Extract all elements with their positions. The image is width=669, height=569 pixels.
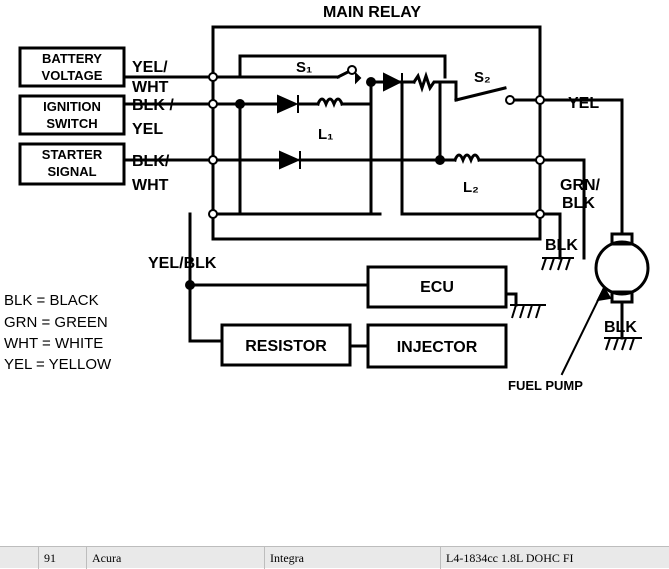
injector-label: INJECTOR: [397, 339, 478, 356]
yel-blk-label: YEL/BLK: [148, 255, 217, 272]
grn-blk-label-1: GRN/: [560, 177, 601, 194]
resistor-label: RESISTOR: [245, 338, 327, 355]
battery-wire-color-1: YEL/: [132, 59, 168, 76]
starter-box-line2: SIGNAL: [47, 164, 96, 179]
legend-blk: BLK = BLACK: [4, 292, 99, 309]
pump-feed-wire: [596, 98, 624, 236]
ignition-box-line1: IGNITION: [43, 99, 101, 114]
l1-label: L₁: [318, 126, 333, 143]
legend-wht: WHT = WHITE: [4, 335, 103, 352]
battery-box-line2: VOLTAGE: [42, 68, 103, 83]
yel-blk-wire: [188, 212, 224, 343]
l1-coil: [316, 97, 344, 109]
vehicle-year: 91: [44, 551, 56, 565]
s2-blade: [454, 86, 507, 102]
grn-blk-label-2: BLK: [562, 195, 595, 212]
starter-box-line1: STARTER: [42, 147, 103, 162]
diagram-svg: MAIN RELAY BATTERY VOLTAGE IGNITION SWIT…: [4, 4, 650, 393]
resistor-box: [220, 323, 352, 367]
vehicle-make: Acura: [92, 551, 122, 565]
wiring-diagram: MAIN RELAY BATTERY VOLTAGE IGNITION SWIT…: [4, 4, 650, 393]
fuel-pump-label: FUEL PUMP: [508, 378, 583, 393]
relay-resistor: [411, 71, 458, 93]
starter-signal-box: [18, 142, 126, 186]
battery-wire-color-2: WHT: [132, 79, 169, 96]
vehicle-engine: L4-1834cc 1.8L DOHC FI: [446, 551, 574, 565]
injector-box: [366, 323, 508, 369]
ecu-box: [366, 265, 508, 309]
s2-label: S₂: [474, 69, 491, 86]
relay-blk-label: BLK: [545, 237, 578, 254]
ignition-box-line2: SWITCH: [46, 116, 97, 131]
diagram-title: MAIN RELAY: [323, 4, 421, 21]
ecu-ground-icon: [510, 304, 546, 319]
fuel-pump-pointer: [560, 286, 606, 376]
legend-grn: GRN = GREEN: [4, 314, 108, 331]
arrowhead-icon: [596, 285, 612, 302]
ignition-switch-box: [18, 94, 126, 136]
ignition-wire-color-2: YEL: [132, 121, 163, 138]
starter-diode-icon: [279, 150, 301, 170]
s2-diode-icon: [383, 72, 403, 92]
yel-wire-label: YEL: [568, 95, 599, 112]
relay-housing: [211, 25, 542, 241]
pump-ground-icon: [604, 337, 642, 351]
fuel-pump-motor: [594, 240, 650, 296]
vehicle-info-bar: 91 Acura Integra L4-1834cc 1.8L DOHC FI: [0, 546, 669, 569]
relay-ground-icon: [541, 257, 574, 271]
s1-label: S₁: [296, 59, 312, 76]
l2-coil: [453, 153, 481, 165]
l2-label: L₂: [463, 179, 479, 196]
vehicle-model: Integra: [270, 551, 304, 565]
ignition-wire-color-1: BLK /: [132, 97, 174, 114]
l1-diode-icon: [277, 94, 299, 114]
starter-wire-color-2: WHT: [132, 177, 169, 194]
pump-blk-label: BLK: [604, 319, 637, 336]
battery-box-line1: BATTERY: [42, 51, 102, 66]
starter-wire-color-1: BLK/: [132, 153, 170, 170]
legend-yel: YEL = YELLOW: [4, 356, 112, 373]
relay-top-wire: [238, 54, 447, 79]
battery-voltage-box: [18, 46, 126, 88]
ecu-label: ECU: [420, 279, 454, 296]
